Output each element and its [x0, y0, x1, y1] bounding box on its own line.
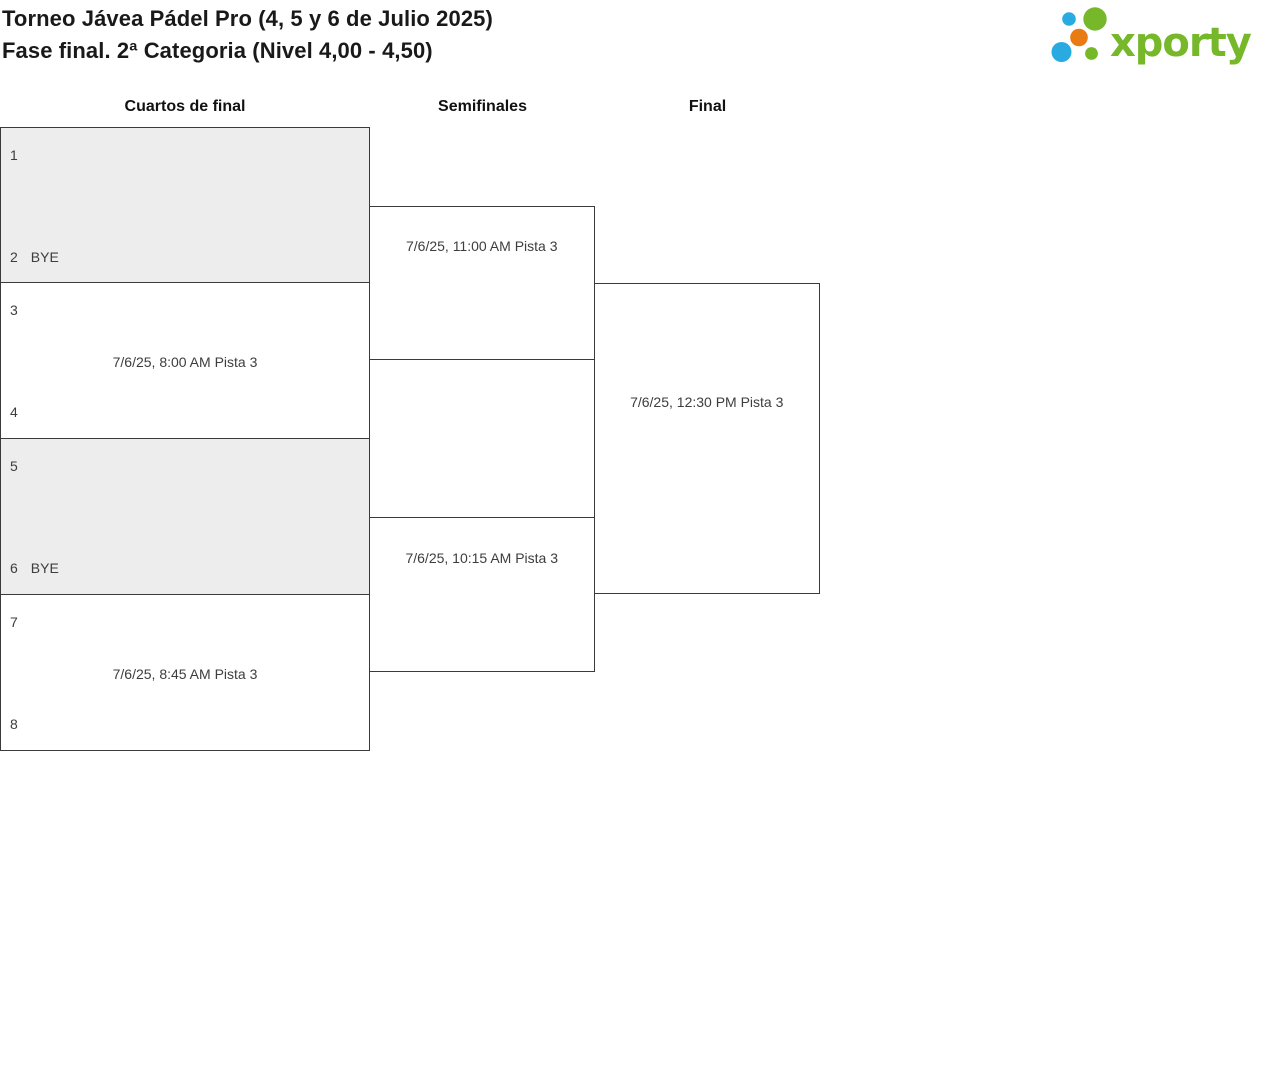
team-slot: 1	[10, 147, 18, 163]
category-subtitle: Fase final. 2ª Categoria (Nivel 4,00 - 4…	[2, 38, 433, 63]
team-slot: 2 BYE	[10, 249, 59, 265]
logo-dot-green-small	[1085, 47, 1098, 60]
match-semifinal-1[interactable]: 7/6/25, 11:00 AM Pista 3	[368, 206, 595, 360]
seed-number: 6	[10, 560, 18, 576]
logo-wordmark: xporty	[1110, 20, 1252, 66]
match-schedule: 7/6/25, 8:45 AM Pista 3	[112, 666, 258, 682]
match-schedule: 7/6/25, 12:30 PM Pista 3	[630, 394, 784, 410]
seed-number: 8	[10, 716, 18, 732]
seed-number: 3	[10, 302, 18, 318]
seed-number: 5	[10, 458, 18, 474]
tournament-title: Torneo Jávea Pádel Pro (4, 5 y 6 de Juli…	[2, 6, 493, 31]
logo-dot-blue-large	[1051, 42, 1072, 62]
match-semifinal-2[interactable]: 7/6/25, 10:15 AM Pista 3	[368, 517, 595, 672]
seed-number: 1	[10, 147, 18, 163]
team-slot: 3	[10, 302, 18, 318]
logo-dot-orange	[1070, 28, 1088, 47]
round-header-semifinals: Semifinales	[438, 98, 527, 115]
match-final[interactable]: 7/6/25, 12:30 PM Pista 3	[593, 283, 820, 594]
xporty-logo-dots-icon	[1051, 7, 1107, 62]
team-slot: 8	[10, 716, 18, 732]
logo-dot-green-large	[1083, 7, 1107, 31]
match-quarterfinal-1[interactable]: 1 2 BYE	[0, 127, 370, 283]
round-header-final: Final	[688, 98, 727, 115]
match-quarterfinal-3[interactable]: 5 6 BYE	[0, 439, 370, 595]
seed-number: 7	[10, 614, 18, 630]
team-slot: 4	[10, 404, 18, 420]
seed-number: 2	[10, 249, 18, 265]
team-slot: 5	[10, 458, 18, 474]
team-slot: 6 BYE	[10, 560, 59, 576]
team-name-bye: BYE	[30, 249, 59, 265]
match-quarterfinal-4[interactable]: 7 7/6/25, 8:45 AM Pista 3 8	[0, 595, 370, 751]
match-schedule: 7/6/25, 8:00 AM Pista 3	[112, 354, 258, 370]
seed-number: 4	[10, 404, 18, 420]
logo-dot-blue-small	[1062, 12, 1076, 26]
page-title: Torneo Jávea Pádel Pro (4, 5 y 6 de Juli…	[2, 3, 493, 67]
xporty-logo[interactable]: xporty	[1048, 1, 1278, 73]
match-schedule: 7/6/25, 11:00 AM Pista 3	[405, 238, 558, 254]
team-name-bye: BYE	[30, 560, 59, 576]
match-quarterfinal-2[interactable]: 3 7/6/25, 8:00 AM Pista 3 4	[0, 283, 370, 439]
round-header-quarterfinals: Cuartos de final	[124, 98, 246, 115]
match-schedule: 7/6/25, 10:15 AM Pista 3	[405, 550, 559, 566]
team-slot: 7	[10, 614, 18, 630]
